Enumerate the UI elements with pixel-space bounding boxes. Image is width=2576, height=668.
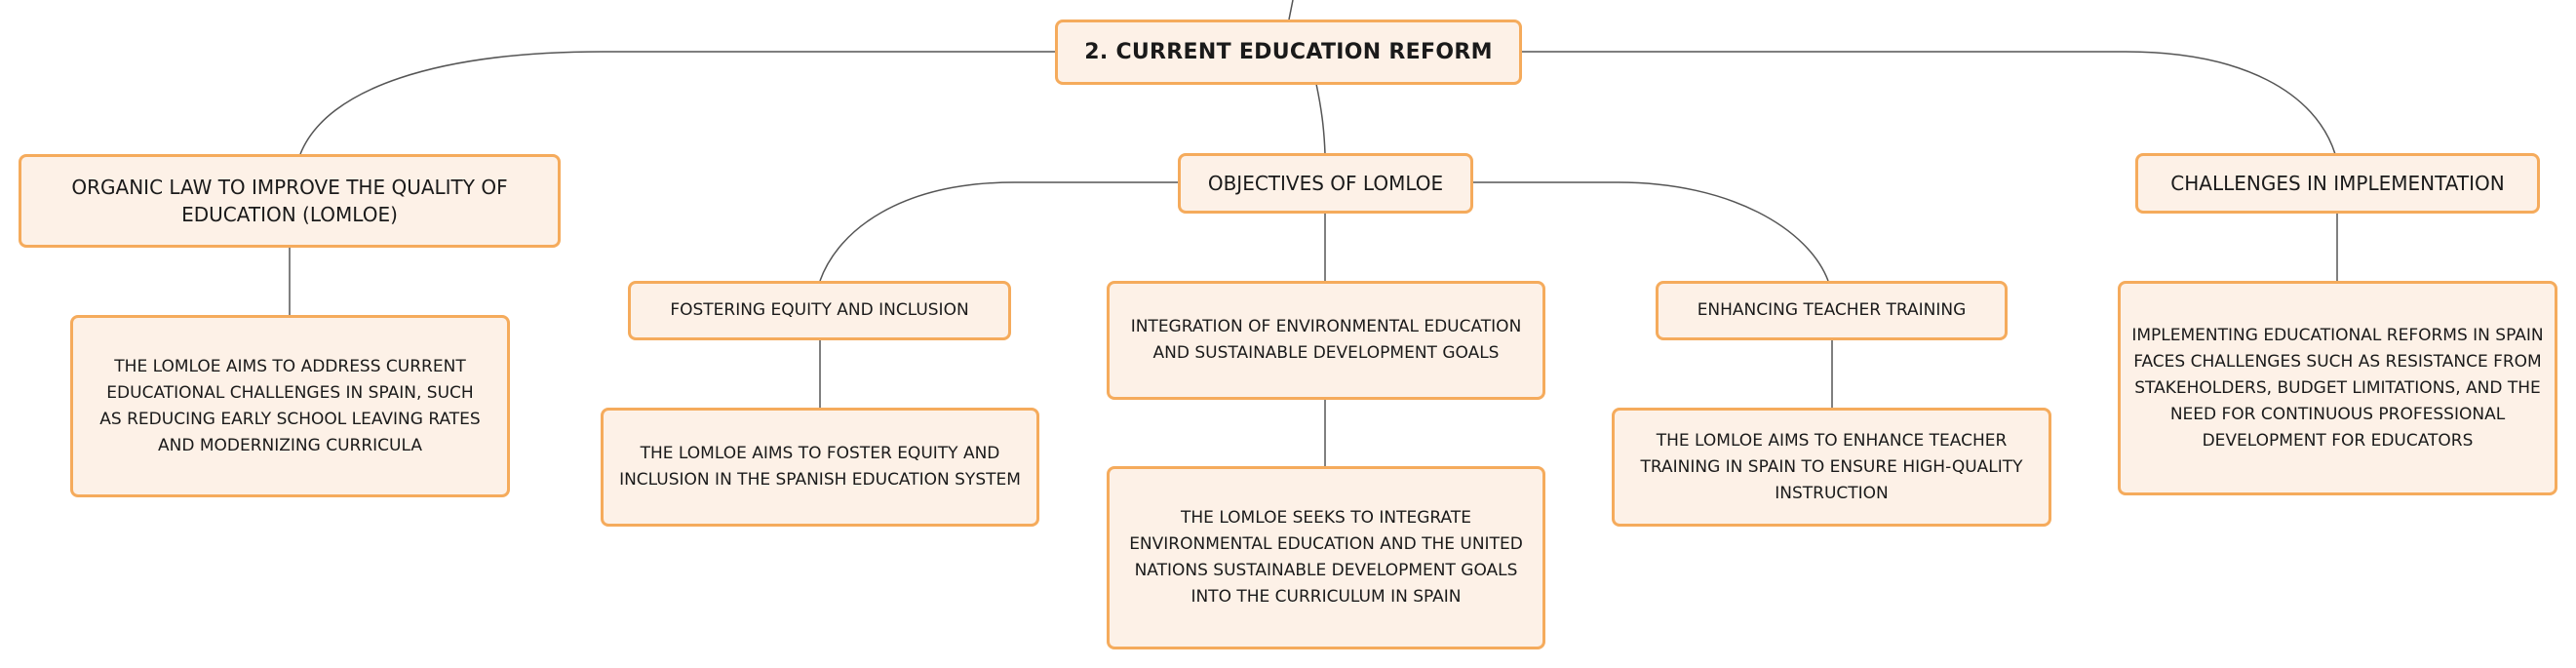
equity-detail-node[interactable]: THE LOMLOE AIMS TO FOSTER EQUITY AND INC…	[601, 408, 1039, 527]
equity-detail-text: THE LOMLOE AIMS TO FOSTER EQUITY AND INC…	[619, 444, 1021, 490]
teacher-training-detail-text: THE LOMLOE AIMS TO ENHANCE TEACHER TRAIN…	[1640, 430, 2023, 503]
root-label: 2. CURRENT EDUCATION REFORM	[1084, 40, 1493, 64]
challenges-label: CHALLENGES IN IMPLEMENTATION	[2170, 172, 2505, 195]
environment-node[interactable]: INTEGRATION OF ENVIRONMENTAL EDUCATION A…	[1107, 281, 1545, 400]
lomloe-detail-text: THE LOMLOE AIMS TO ADDRESS CURRENT EDUCA…	[99, 356, 481, 455]
connector-objectives-teacher	[1472, 181, 1829, 282]
connector-root-challenges	[1521, 51, 2336, 155]
objectives-label: OBJECTIVES OF LOMLOE	[1207, 172, 1444, 195]
connector-root-objectives	[1315, 83, 1326, 155]
environment-detail-node[interactable]: THE LOMLOE SEEKS TO INTEGRATE ENVIRONMEN…	[1107, 466, 1545, 649]
challenges-detail-text: IMPLEMENTING EDUCATIONAL REFORMS IN SPAI…	[2131, 325, 2544, 451]
challenges-detail-node[interactable]: IMPLEMENTING EDUCATIONAL REFORMS IN SPAI…	[2118, 281, 2557, 495]
lomloe-label: ORGANIC LAW TO IMPROVE THE QUALITY OF ED…	[71, 176, 508, 226]
connector-objectives-equity	[819, 181, 1180, 282]
lomloe-detail-node[interactable]: THE LOMLOE AIMS TO ADDRESS CURRENT EDUCA…	[70, 315, 510, 497]
objectives-node[interactable]: OBJECTIVES OF LOMLOE	[1178, 153, 1473, 214]
lomloe-node[interactable]: ORGANIC LAW TO IMPROVE THE QUALITY OF ED…	[19, 154, 561, 248]
equity-node[interactable]: FOSTERING EQUITY AND INCLUSION	[628, 281, 1011, 340]
connector-root-parent	[1288, 0, 1294, 20]
teacher-training-label: ENHANCING TEACHER TRAINING	[1697, 300, 1967, 320]
root-node[interactable]: 2. CURRENT EDUCATION REFORM	[1055, 20, 1522, 85]
environment-detail-text: THE LOMLOE SEEKS TO INTEGRATE ENVIRONMEN…	[1129, 508, 1523, 607]
challenges-node[interactable]: CHALLENGES IN IMPLEMENTATION	[2135, 153, 2540, 214]
teacher-training-node[interactable]: ENHANCING TEACHER TRAINING	[1656, 281, 2008, 340]
connector-root-lomloe	[299, 51, 1055, 155]
teacher-training-detail-node[interactable]: THE LOMLOE AIMS TO ENHANCE TEACHER TRAIN…	[1612, 408, 2051, 527]
environment-label: INTEGRATION OF ENVIRONMENTAL EDUCATION A…	[1130, 317, 1522, 363]
equity-label: FOSTERING EQUITY AND INCLUSION	[670, 300, 969, 320]
